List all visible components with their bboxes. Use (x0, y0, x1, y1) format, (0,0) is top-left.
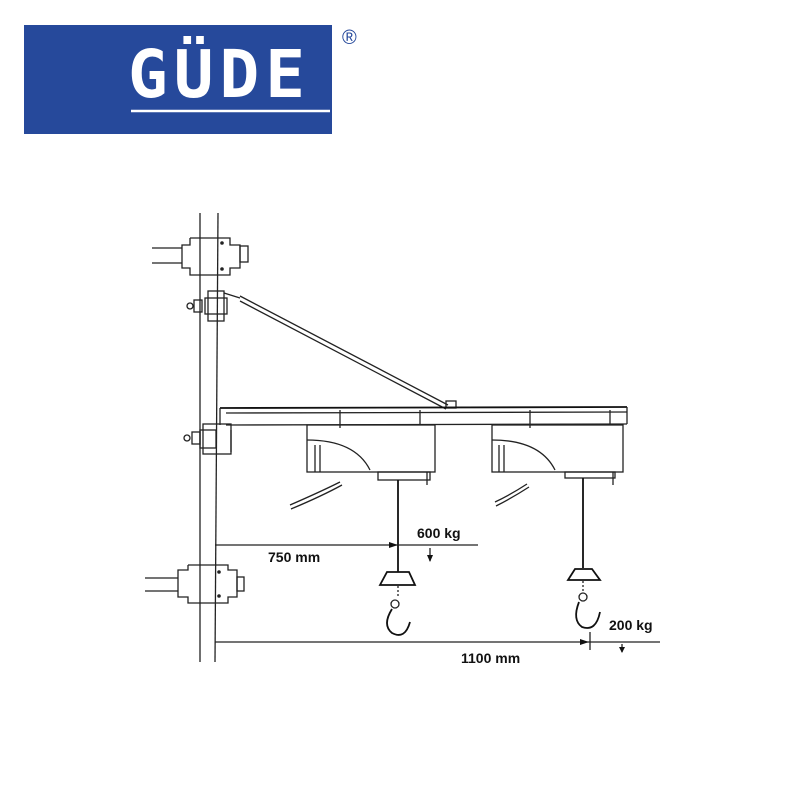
lower-scaffold-clamp (145, 564, 245, 604)
dimension-750mm: 750 mm 600 kg (215, 525, 478, 565)
hoist-motor-long-reach (491, 424, 624, 629)
dimension-label-short: 750 mm (268, 549, 320, 565)
brace-clamp (186, 290, 241, 322)
dimension-1100mm: 1100 mm 200 kg (215, 617, 660, 666)
boom-clamp (183, 423, 232, 455)
registered-mark: ® (342, 27, 357, 49)
hoist-motor-short-reach (289, 424, 436, 636)
upper-scaffold-clamp (152, 237, 249, 276)
diagonal-brace (239, 295, 457, 410)
brand-logo: GÜDE ® (24, 25, 357, 134)
dimension-label-long: 1100 mm (461, 650, 520, 666)
logo-wordmark: GÜDE (128, 36, 311, 113)
logo-background (24, 25, 332, 134)
load-label-short: 600 kg (417, 525, 461, 541)
load-label-long: 200 kg (609, 617, 653, 633)
